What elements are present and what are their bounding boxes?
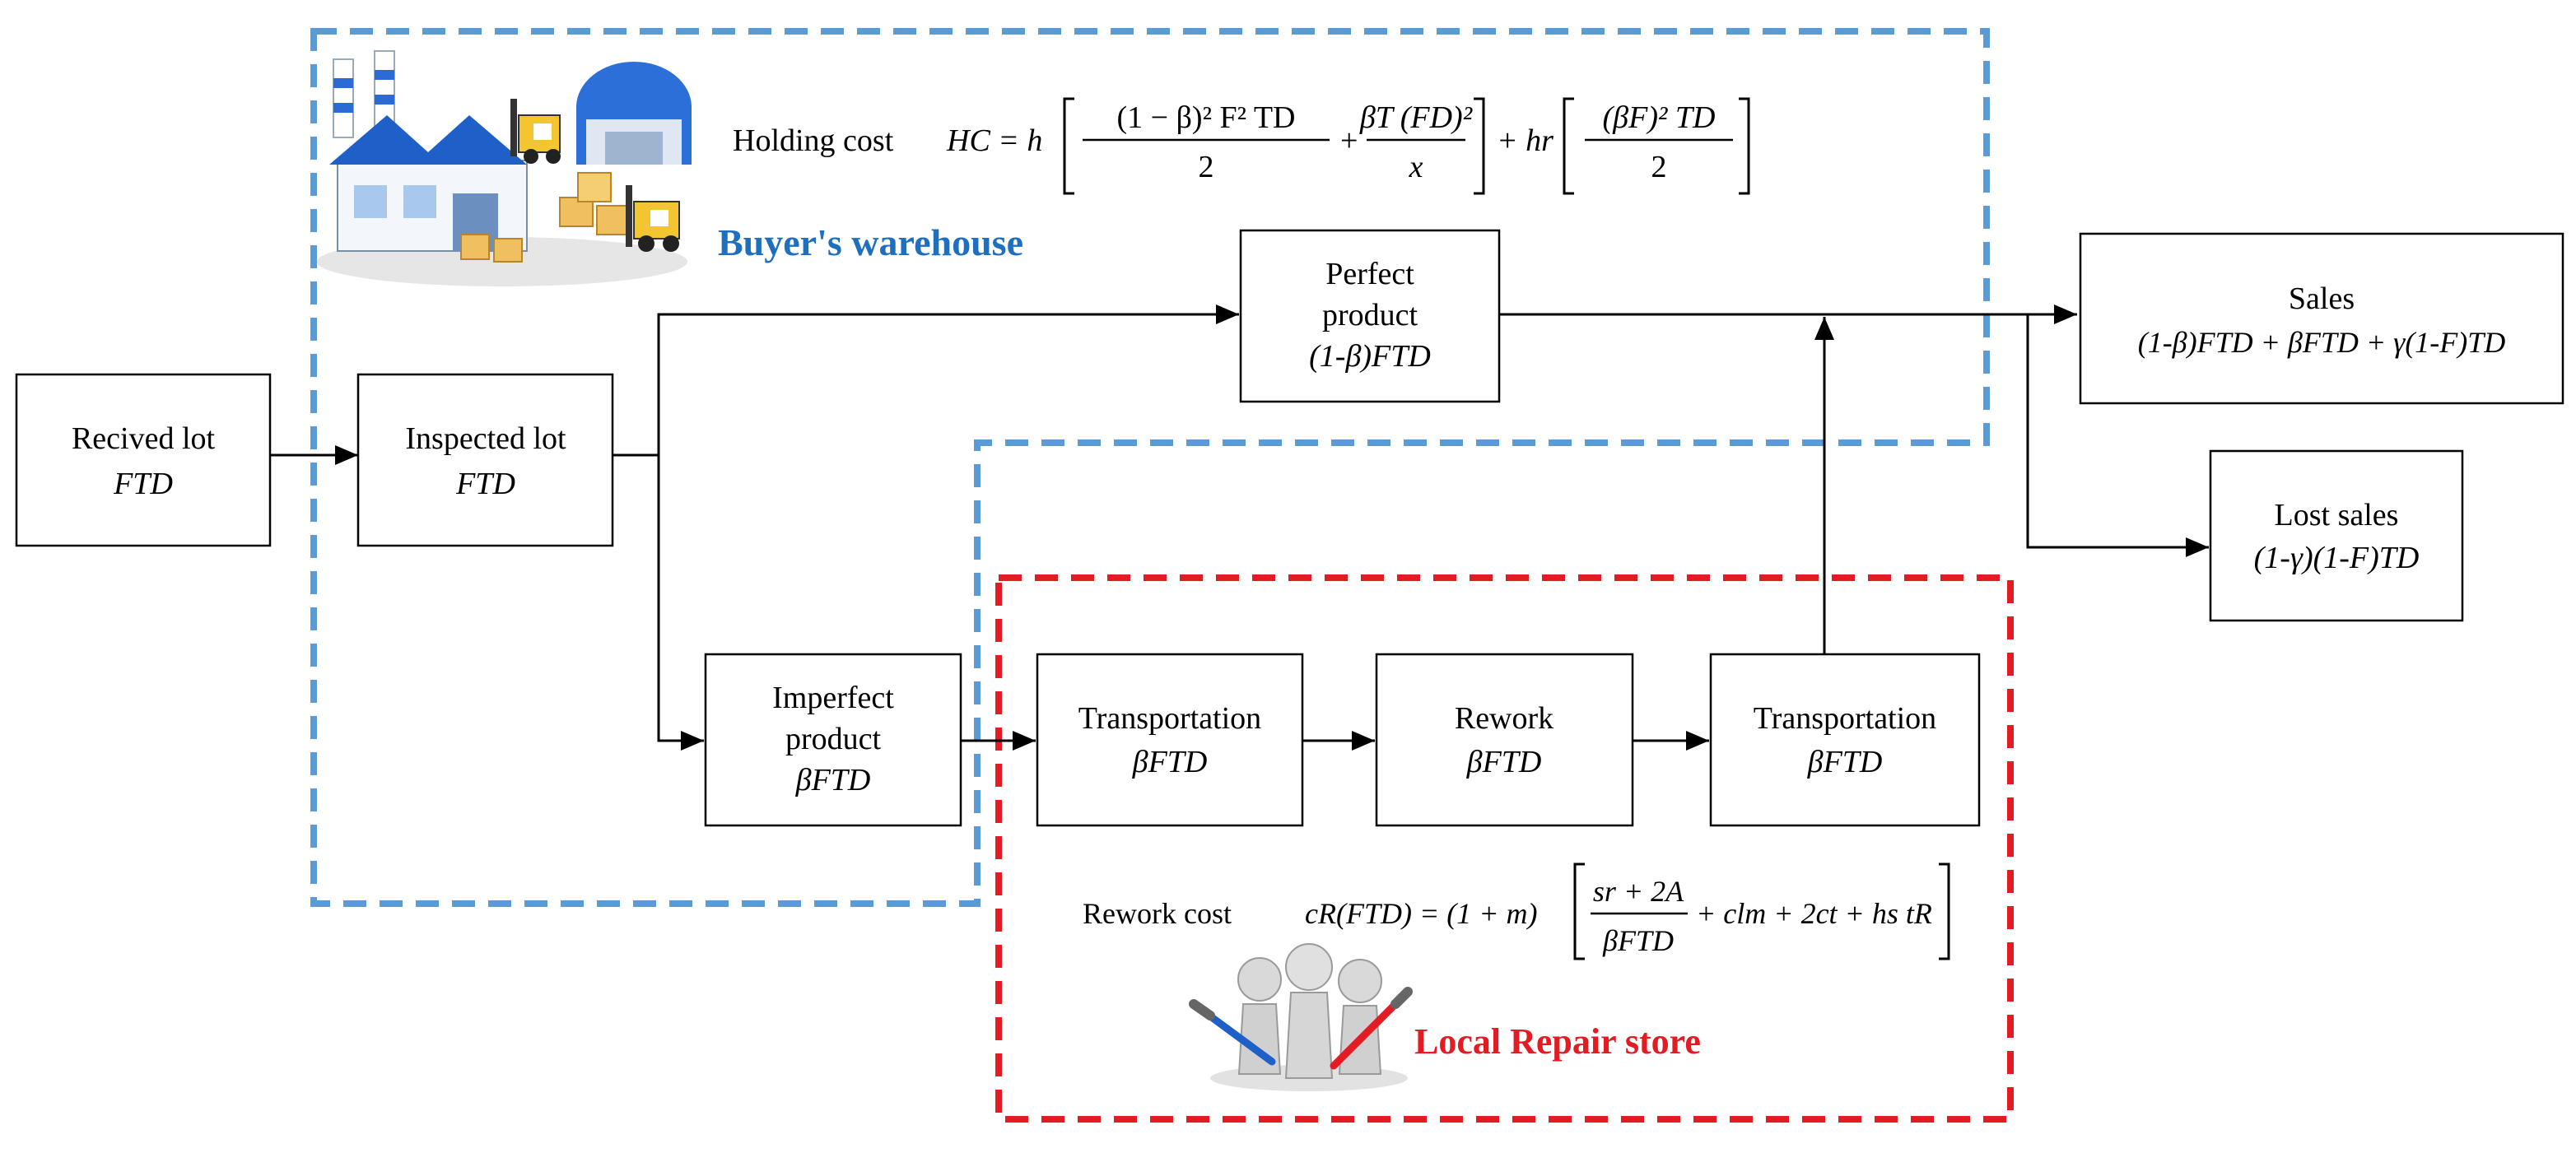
warehouse-forklift-illustration — [317, 50, 692, 286]
inspected-lot-box — [356, 373, 614, 547]
transportation-from-repair-label: Transportation — [1754, 701, 1936, 736]
holding-cost-label: Holding cost — [733, 123, 894, 158]
imperfect-product-label-1: Imperfect — [772, 681, 894, 715]
sales-quantity: (1-β)FTD + βFTD + γ(1-F)TD — [2138, 326, 2506, 359]
perfect-product-label-2: product — [1322, 298, 1418, 332]
lost-sales-box — [2209, 449, 2464, 622]
holding-cost-formula: Holding cost HC = h (1 − β)² F² TD 2 + β… — [733, 97, 1750, 195]
repair-team-figures-illustration — [1189, 943, 1413, 1091]
transportation-from-repair-box — [1709, 653, 1981, 827]
holding-term3-denominator: 2 — [1651, 150, 1667, 184]
perfect-product-quantity: (1-β)FTD — [1309, 339, 1431, 374]
buyer-warehouse-zone-border — [310, 28, 1990, 907]
rework-cost-numerator: sr + 2A — [1593, 875, 1684, 908]
received-lot-label: Recived lot — [72, 421, 216, 456]
transportation-to-repair-box — [1036, 653, 1304, 827]
flow-connectors — [270, 305, 2209, 751]
local-repair-store-title: Local Repair store — [1414, 1021, 1701, 1062]
received-lot-box — [15, 373, 272, 547]
lost-sales-quantity: (1-γ)(1-F)TD — [2254, 541, 2420, 575]
holding-cost-lhs: HC = h — [946, 123, 1042, 158]
sales-box — [2079, 232, 2564, 405]
buyer-warehouse-title: Buyer's warehouse — [718, 221, 1023, 263]
arrow-inspected-to-imperfect — [613, 453, 704, 751]
imperfect-product-box — [704, 653, 962, 827]
rework-cost-rest: + clm + 2ct + hs tR — [1696, 897, 1932, 930]
inspected-lot-quantity: FTD — [455, 467, 515, 501]
rework-quantity: βFTD — [1466, 745, 1542, 779]
holding-term2-numerator: βT (FD)² — [1359, 100, 1473, 135]
holding-hr: + hr — [1497, 123, 1554, 158]
lost-sales-label: Lost sales — [2275, 498, 2399, 532]
holding-term1-numerator: (1 − β)² F² TD — [1117, 100, 1296, 135]
received-lot-quantity: FTD — [113, 467, 173, 501]
rework-box — [1375, 653, 1634, 827]
rework-cost-denominator: βFTD — [1602, 924, 1674, 957]
rework-cost-formula: Rework cost cR(FTD) = (1 + m) sr + 2A βF… — [1083, 862, 1950, 960]
transportation-to-repair-quantity: βFTD — [1132, 745, 1208, 779]
transportation-from-repair-quantity: βFTD — [1807, 745, 1883, 779]
rework-cost-label: Rework cost — [1083, 897, 1232, 930]
imperfect-product-label-2: product — [785, 722, 882, 756]
holding-term3-numerator: (βF)² TD — [1603, 100, 1716, 135]
rework-label: Rework — [1455, 701, 1554, 736]
sales-label: Sales — [2289, 281, 2355, 316]
imperfect-product-quantity: βFTD — [795, 763, 871, 797]
rework-cost-lhs: cR(FTD) = (1 + m) — [1305, 897, 1538, 930]
holding-plus: + — [1340, 123, 1358, 158]
perfect-product-box — [1239, 229, 1501, 403]
local-repair-store-zone-border — [995, 574, 2014, 1123]
holding-term1-denominator: 2 — [1199, 150, 1214, 184]
inspected-lot-label: Inspected lot — [405, 421, 566, 456]
arrow-inspected-to-perfect — [613, 305, 1239, 457]
arrow-to-lost-sales — [2026, 314, 2209, 557]
transportation-to-repair-label: Transportation — [1078, 701, 1261, 736]
holding-term2-denominator: x — [1409, 150, 1423, 184]
perfect-product-label-1: Perfect — [1325, 257, 1414, 291]
